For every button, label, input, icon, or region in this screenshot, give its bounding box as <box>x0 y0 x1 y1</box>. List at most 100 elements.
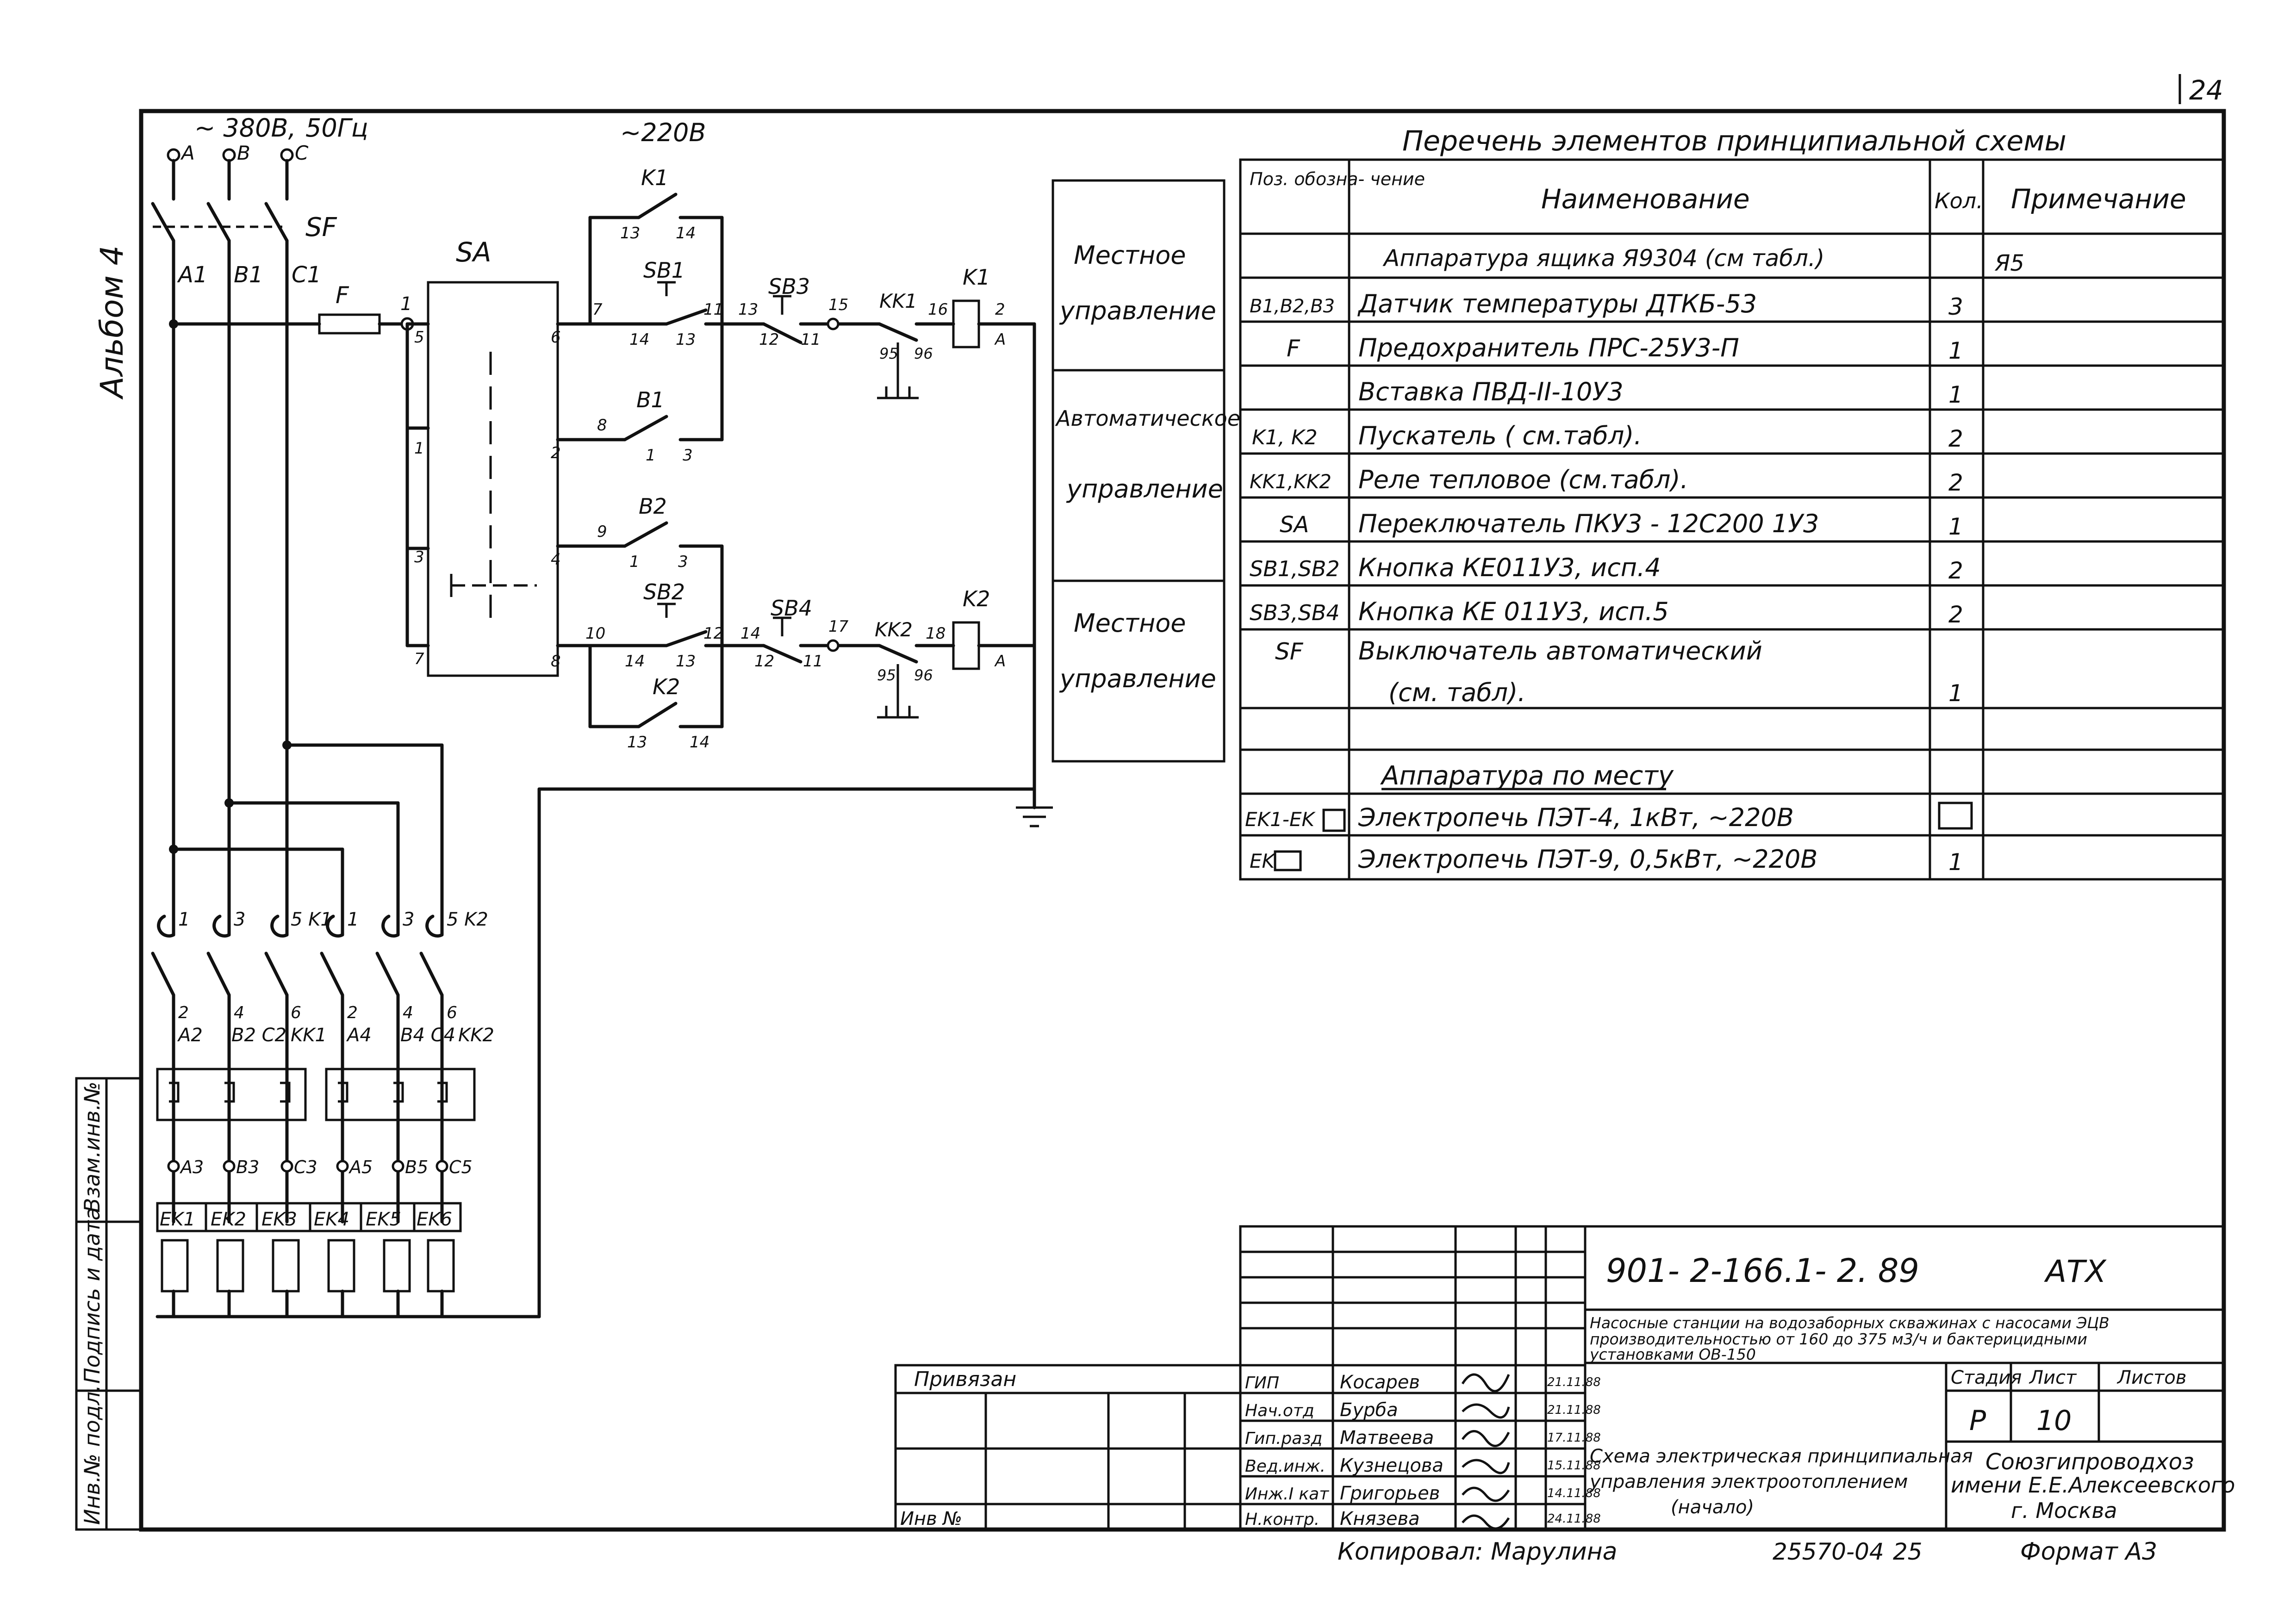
svg-text:A5: A5 <box>348 1157 373 1177</box>
svg-text:K1, K2: K1, K2 <box>1252 426 1318 449</box>
wire-b1: B1 <box>234 262 263 288</box>
svg-text:Матвеева: Матвеева <box>1340 1427 1434 1449</box>
svg-text:(см. табл).: (см. табл). <box>1388 678 1525 707</box>
control-mode-panel: Местное управление Автоматическое управл… <box>1052 179 1240 763</box>
side-stamp: Взам.инв.№ Подпись и дата Инв.№ подл. <box>75 1077 143 1531</box>
svg-text:Григорьев: Григорьев <box>1340 1483 1440 1504</box>
copied-by: Копировал: Марулина <box>1338 1538 1618 1566</box>
sa-switch <box>427 281 559 677</box>
svg-text:4: 4 <box>551 550 561 569</box>
svg-text:Аппаратура по месту: Аппаратура по месту <box>1380 761 1674 791</box>
heater-label-ek6: EK6 <box>417 1209 452 1230</box>
row-auto-b1: B1 8 1 3 <box>586 322 724 465</box>
svg-text:2: 2 <box>995 300 1005 319</box>
table-title: Перечень элементов принципиальной схемы <box>1402 125 2066 157</box>
section-code: АТХ <box>2044 1254 2107 1289</box>
stamp-sign-date: Подпись и дата <box>80 1207 105 1384</box>
svg-text:Вставка ПВД-II-10У3: Вставка ПВД-II-10У3 <box>1358 377 1624 406</box>
svg-text:13: 13 <box>620 224 640 243</box>
page-number: 24 <box>2189 75 2223 106</box>
svg-text:2: 2 <box>1948 601 1963 628</box>
supply-freq: 50Гц <box>305 113 368 143</box>
svg-text:Реле тепловое (см.табл).: Реле тепловое (см.табл). <box>1358 465 1688 494</box>
svg-text:Я5: Я5 <box>1994 250 2024 276</box>
svg-text:5: 5 <box>414 328 424 347</box>
svg-text:7: 7 <box>592 300 603 319</box>
svg-text:12: 12 <box>759 330 779 349</box>
coil-k1 <box>952 299 980 348</box>
row-auto-b2: B2 9 1 3 <box>586 494 724 647</box>
svg-text:18: 18 <box>926 624 946 643</box>
svg-text:5 K2: 5 K2 <box>447 909 488 930</box>
stamp-replace-inv: Взам.инв.№ <box>80 1082 105 1213</box>
ground-symbol <box>1016 787 1053 827</box>
svg-text:B1: B1 <box>636 387 665 412</box>
svg-text:10: 10 <box>585 624 605 643</box>
svg-text:SB3,SB4: SB3,SB4 <box>1250 600 1340 625</box>
svg-text:24.11.88: 24.11.88 <box>1547 1512 1601 1526</box>
svg-text:14: 14 <box>740 624 760 643</box>
svg-text:2: 2 <box>1948 469 1963 496</box>
heater-label-ek5: EK5 <box>366 1209 401 1230</box>
heater-label-ek2: EK2 <box>211 1209 246 1230</box>
svg-text:17.11.88: 17.11.88 <box>1547 1431 1601 1445</box>
svg-text:C5: C5 <box>449 1157 473 1177</box>
svg-text:SB1: SB1 <box>643 258 685 283</box>
svg-text:B5: B5 <box>405 1157 428 1177</box>
album-label: Альбом 4 <box>94 245 131 400</box>
svg-text:Князева: Князева <box>1340 1508 1420 1530</box>
svg-text:F: F <box>336 282 349 309</box>
svg-text:5 K1: 5 K1 <box>291 909 332 930</box>
svg-text:K2: K2 <box>653 674 680 699</box>
heater-label-ek1: EK1 <box>160 1209 195 1230</box>
svg-text:Местное: Местное <box>1074 609 1186 638</box>
svg-text:21.11.88: 21.11.88 <box>1547 1403 1601 1417</box>
svg-text:1: 1 <box>1948 680 1963 707</box>
svg-text:2: 2 <box>178 1003 189 1022</box>
svg-text:11: 11 <box>703 300 723 319</box>
svg-text:Выключатель автоматический: Выключатель автоматический <box>1358 636 1762 665</box>
svg-text:A3: A3 <box>179 1157 204 1177</box>
svg-text:SA: SA <box>1280 512 1309 538</box>
svg-text:Наименование: Наименование <box>1541 183 1750 215</box>
svg-text:управление: управление <box>1059 296 1216 325</box>
svg-text:Союзгипроводхоз: Союзгипроводхоз <box>1985 1449 2194 1475</box>
sf-breaker: SF <box>151 159 337 243</box>
svg-text:9: 9 <box>597 522 607 541</box>
svg-text:Инв №: Инв № <box>900 1508 962 1530</box>
svg-text:6: 6 <box>447 1003 457 1022</box>
element-list-table: Перечень элементов принципиальной схемы … <box>1239 125 2225 881</box>
svg-text:1: 1 <box>414 439 424 458</box>
svg-text:SB3: SB3 <box>768 274 810 299</box>
svg-text:17: 17 <box>828 617 849 636</box>
svg-text:1: 1 <box>629 553 640 571</box>
svg-text:Кнопка КЕ011У3, исп.4: Кнопка КЕ011У3, исп.4 <box>1358 553 1661 582</box>
svg-text:SB4: SB4 <box>771 596 812 621</box>
supply-3ph: ~ 380В, <box>194 113 296 143</box>
svg-text:KK2: KK2 <box>875 618 913 641</box>
svg-text:2: 2 <box>1948 557 1963 584</box>
svg-text:11: 11 <box>801 330 821 349</box>
svg-text:7: 7 <box>414 650 424 668</box>
svg-text:8: 8 <box>551 652 561 671</box>
svg-text:B2: B2 <box>639 494 667 519</box>
wire-a1: A1 <box>177 262 207 288</box>
svg-text:1: 1 <box>347 909 359 930</box>
svg-text:Поз. обозна- чение: Поз. обозна- чение <box>1250 169 1425 189</box>
svg-text:14.11.88: 14.11.88 <box>1547 1486 1601 1500</box>
svg-text:Стадия: Стадия <box>1951 1367 2022 1388</box>
svg-text:13: 13 <box>627 733 647 752</box>
svg-text:ГИП: ГИП <box>1245 1374 1279 1393</box>
svg-text:4: 4 <box>403 1003 413 1022</box>
svg-text:3: 3 <box>403 909 414 930</box>
svg-text:K1: K1 <box>641 165 668 190</box>
svg-text:Местное: Местное <box>1074 241 1186 270</box>
svg-text:Электропечь ПЭТ-9, 0,5кВт, ~22: Электропечь ПЭТ-9, 0,5кВт, ~220В <box>1358 845 1817 874</box>
svg-text:13: 13 <box>676 652 696 671</box>
svg-text:Бурба: Бурба <box>1340 1399 1398 1421</box>
svg-text:A2: A2 <box>177 1025 203 1046</box>
archive-number: 25570-04 <box>1773 1538 1884 1565</box>
paper-format: Формат А3 <box>2020 1538 2157 1566</box>
svg-text:2: 2 <box>551 444 561 462</box>
svg-text:Р: Р <box>1969 1405 1986 1437</box>
